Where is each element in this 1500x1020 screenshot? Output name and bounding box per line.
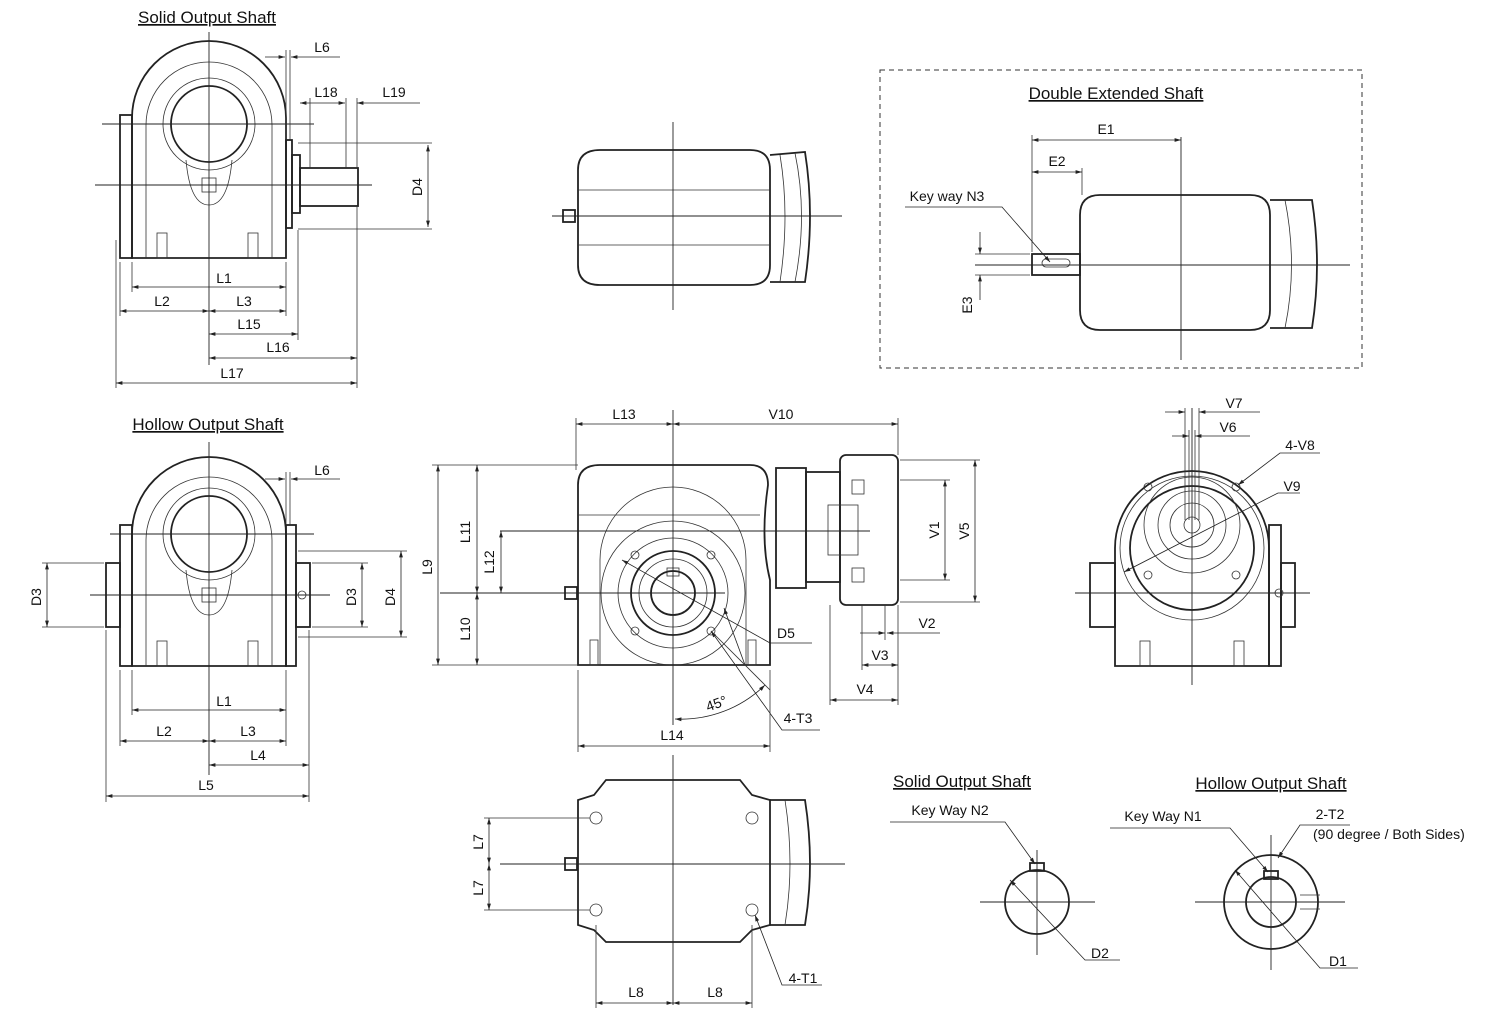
dim-E1: E1: [1097, 121, 1114, 137]
dim-D3-left: D3: [28, 588, 44, 606]
front-view: L13 V10 L9 L11 L10 L12 V1 V5 V2 V3 V4 D5…: [419, 406, 980, 752]
dim-L19: L19: [382, 84, 406, 100]
output-shaft: [299, 167, 359, 207]
label-keyway-n3: Key way N3: [910, 188, 985, 204]
label-2-T2: 2-T2: [1316, 806, 1345, 822]
dim-E3: E3: [959, 296, 975, 313]
double-extended-shaft-view: Double Extended Shaft E1 E2 Key way N3 E…: [879, 69, 1363, 369]
dim-L2: L2: [156, 723, 172, 739]
view-title: Hollow Output Shaft: [1195, 774, 1346, 793]
dim-V3: V3: [871, 647, 888, 663]
dim-L16: L16: [266, 339, 290, 355]
dim-V7: V7: [1225, 395, 1242, 411]
dim-L17: L17: [220, 365, 244, 381]
dim-L8-right: L8: [707, 984, 723, 1000]
dim-E2: E2: [1048, 153, 1065, 169]
dim-V1: V1: [926, 521, 942, 538]
dim-D4: D4: [409, 178, 425, 196]
dim-L8-left: L8: [628, 984, 644, 1000]
side-view: V7 V6 4-V8 V9: [1075, 395, 1320, 685]
dim-L15: L15: [237, 316, 261, 332]
dim-L1: L1: [216, 693, 232, 709]
dim-L18: L18: [314, 84, 338, 100]
dim-L1: L1: [216, 270, 232, 286]
label-2-T2-note: (90 degree / Both Sides): [1313, 826, 1465, 842]
dim-V4: V4: [856, 681, 873, 697]
dim-L11: L11: [457, 521, 473, 544]
dim-L6: L6: [314, 462, 330, 478]
dim-V6: V6: [1219, 419, 1236, 435]
housing-outline: [131, 40, 287, 259]
dim-L6: L6: [314, 39, 330, 55]
top-motor-view: [552, 122, 842, 310]
view-title: Solid Output Shaft: [893, 772, 1031, 791]
dim-L10: L10: [457, 617, 473, 641]
label-keyway-n1: Key Way N1: [1124, 808, 1201, 824]
label-4-T1: 4-T1: [789, 970, 818, 986]
dim-D1: D1: [1329, 953, 1347, 969]
hollow-output-shaft-view: Hollow Output Shaft D3 D3 D4 L6 L1 L2 L3…: [28, 415, 407, 802]
label-4-V8: 4-V8: [1285, 437, 1315, 453]
dim-D2: D2: [1091, 945, 1109, 961]
solid-output-shaft-view: Solid Output Shaft D4 L6 L18 L19 L1 L2 L…: [95, 8, 432, 388]
dim-L3: L3: [240, 723, 256, 739]
bottom-view: L7 L7 L8 L8 4-T1: [470, 755, 845, 1008]
dim-D5: D5: [777, 625, 795, 641]
dim-L5: L5: [198, 777, 214, 793]
dim-L12: L12: [481, 550, 497, 574]
label-4-T3: 4-T3: [784, 710, 813, 726]
dim-L9: L9: [419, 559, 435, 575]
view-title: Double Extended Shaft: [1029, 84, 1204, 103]
dim-L13: L13: [612, 406, 636, 422]
label-keyway-n2: Key Way N2: [911, 802, 988, 818]
solid-shaft-detail: Solid Output Shaft Key Way N2 D2: [890, 772, 1120, 961]
dim-L3: L3: [236, 293, 252, 309]
dim-V2: V2: [918, 615, 935, 631]
dim-V5: V5: [956, 522, 972, 539]
dim-V9: V9: [1283, 478, 1300, 494]
dim-L2: L2: [154, 293, 170, 309]
dim-D4: D4: [382, 588, 398, 606]
dim-V10: V10: [769, 406, 794, 422]
dim-L7-bottom: L7: [470, 880, 486, 896]
dim-L14: L14: [660, 727, 684, 743]
dim-L7-top: L7: [470, 834, 486, 850]
dim-D3-right: D3: [343, 588, 359, 606]
dim-L4: L4: [250, 747, 266, 763]
view-title: Solid Output Shaft: [138, 8, 276, 27]
extended-shaft: [1031, 253, 1081, 276]
view-title: Hollow Output Shaft: [132, 415, 283, 434]
hollow-shaft-detail: Hollow Output Shaft Key Way N1 2-T2 (90 …: [1110, 774, 1465, 970]
angle-45-label: 45°: [704, 692, 729, 714]
